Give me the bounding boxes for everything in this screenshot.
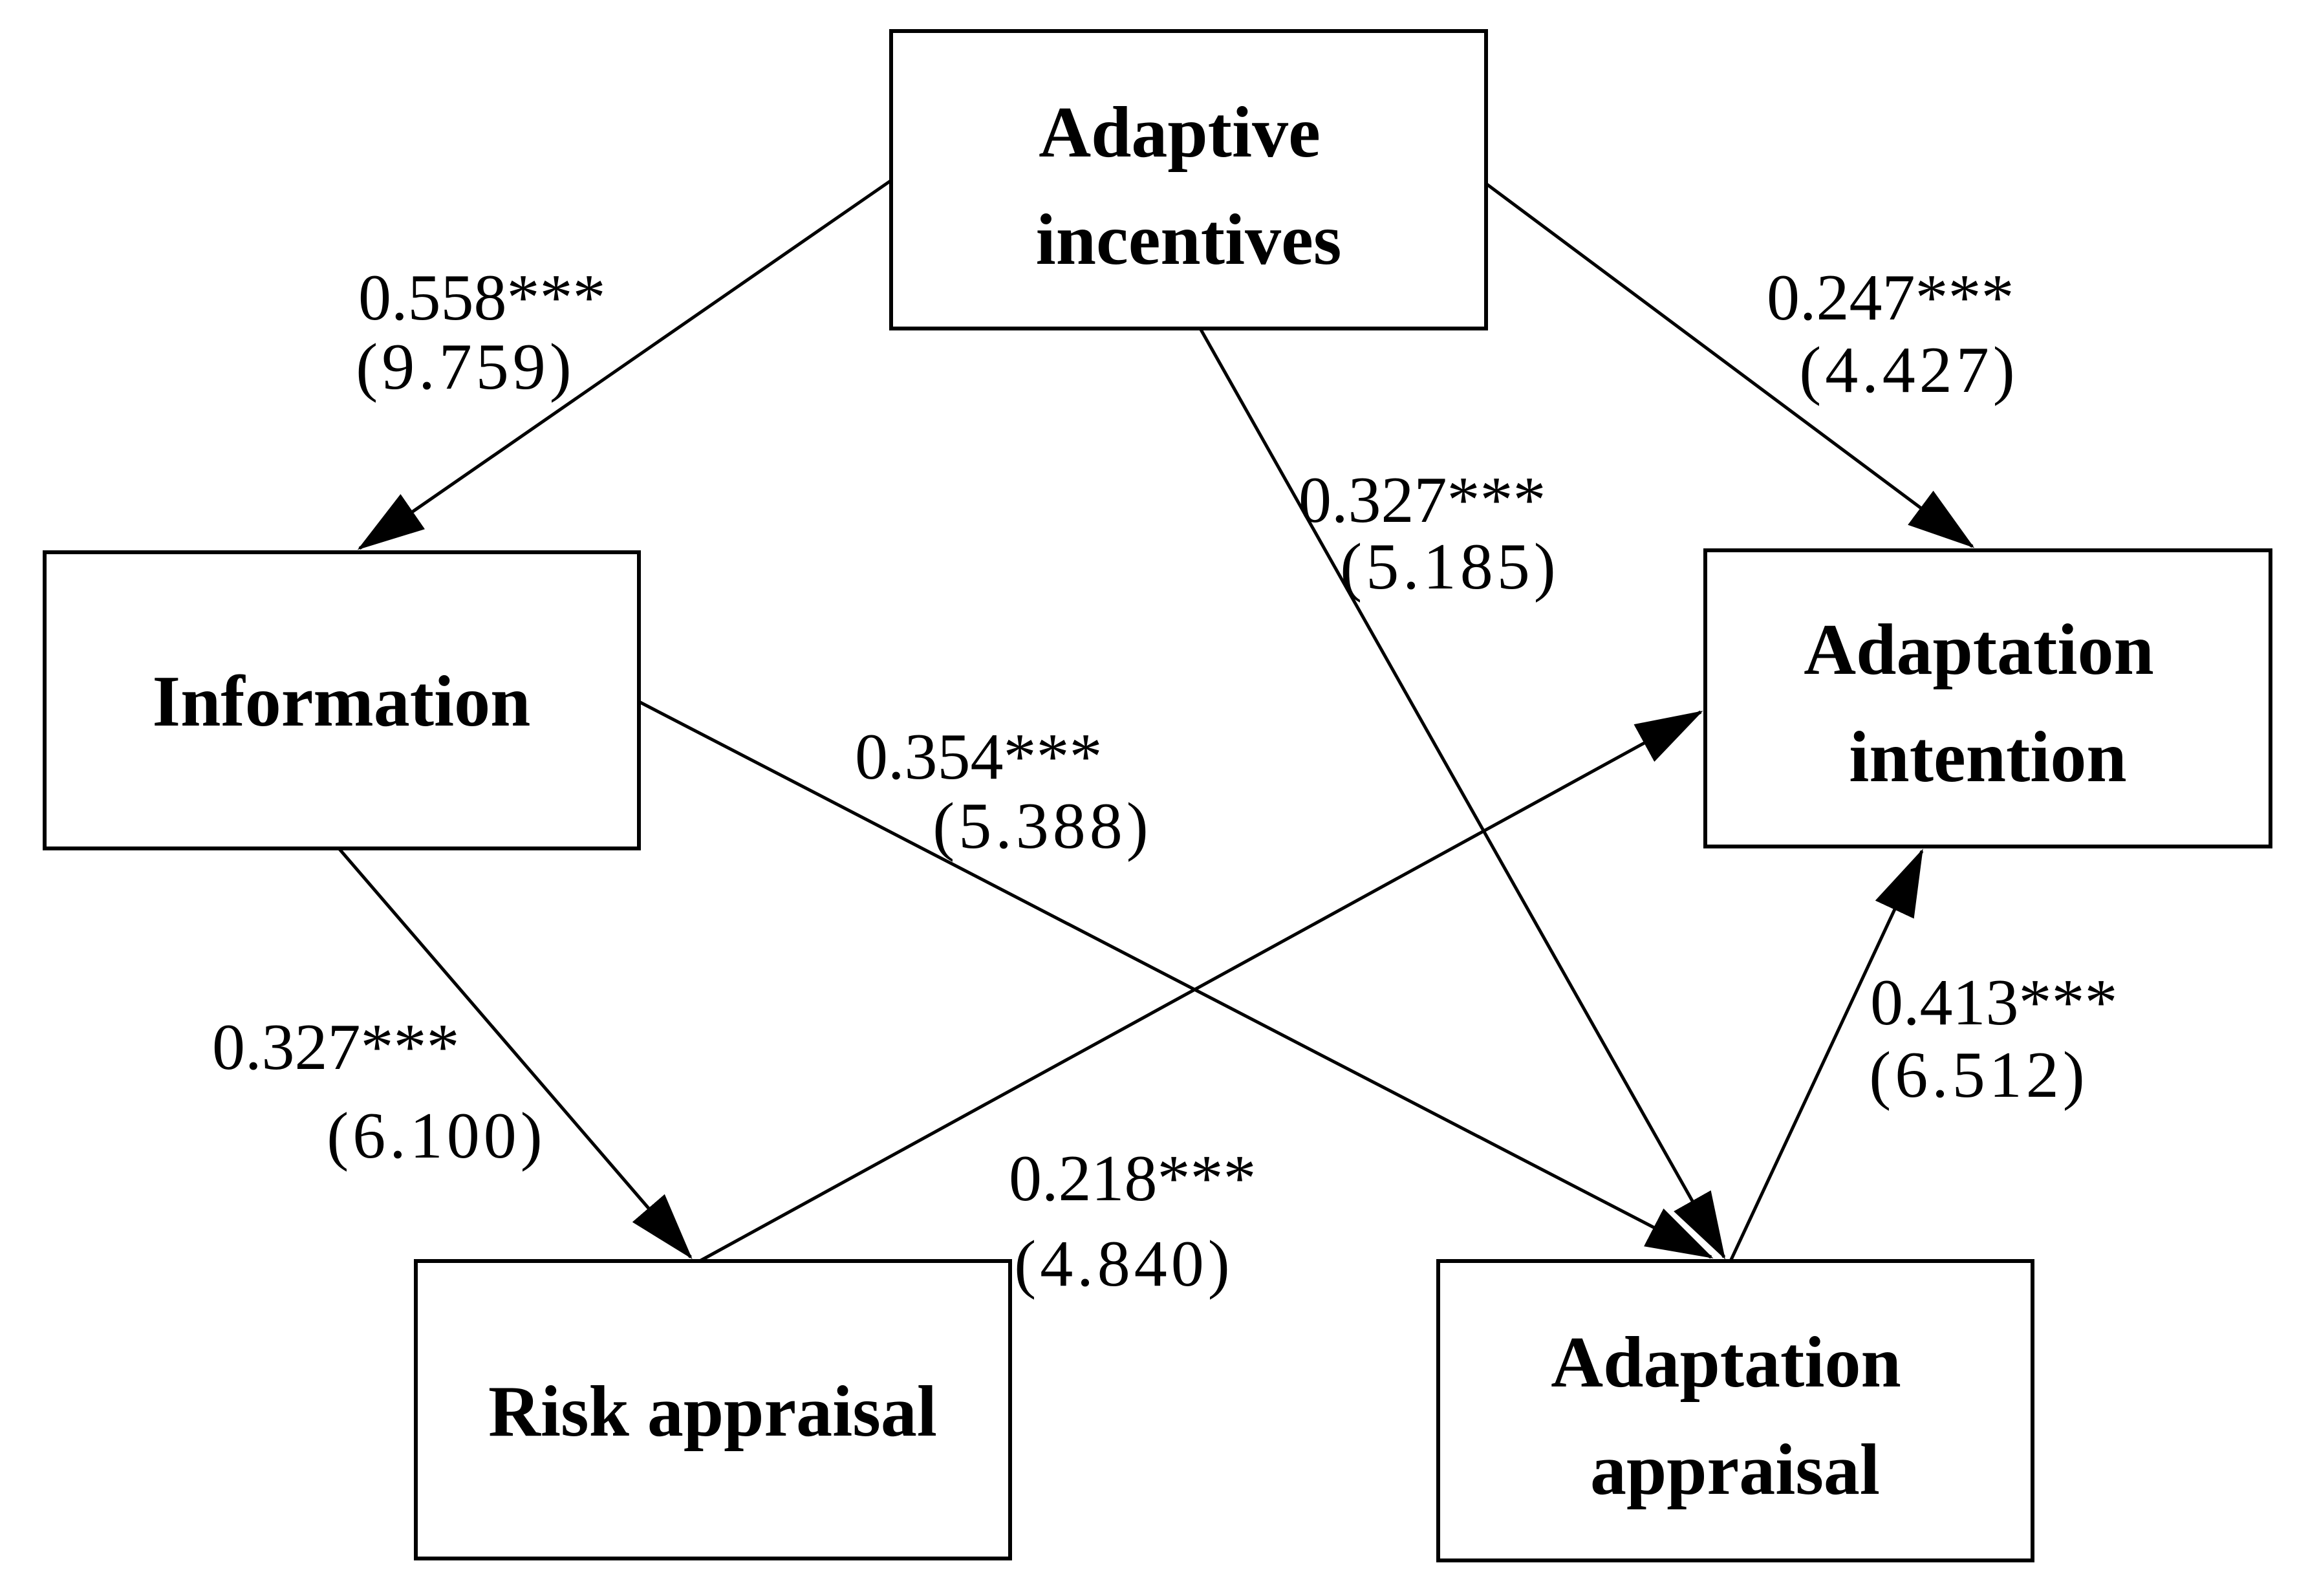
path-coefficient: 0.354*** — [855, 720, 1103, 793]
node-box-adaptive-incentives — [889, 29, 1488, 330]
node-box-information — [43, 550, 641, 850]
path-coefficient: 0.558*** — [358, 261, 606, 334]
path-arrow-adaptation-appraisal-to-intention — [1729, 848, 1924, 1262]
path-t-value: (6.100) — [327, 1099, 546, 1172]
path-coefficient: 0.327*** — [1299, 464, 1546, 537]
path-label-incentives-to-information: 0.558*** (9.759) — [356, 261, 622, 404]
path-label-incentives-to-intention: 0.247*** (4.427) — [1767, 261, 2031, 407]
node-label-adaptation-appraisal: Adaptation appraisal — [1551, 1322, 1919, 1510]
path-arrow-incentives-to-adaptation-appraisal — [1198, 327, 1726, 1260]
path-t-value: (5.185) — [1340, 530, 1559, 603]
node-label-information: Information — [153, 662, 531, 742]
path-label-risk-appraisal-to-intention: 0.218*** (4.840) — [1009, 1142, 1273, 1300]
path-label-adaptation-appraisal-to-intention: 0.413*** (6.512) — [1869, 966, 2134, 1112]
nodes-group: Adaptive incentives Information Adaptati… — [43, 29, 2272, 1562]
path-coefficient: 0.327*** — [212, 1011, 460, 1084]
path-labels-group: 0.558*** (9.759) 0.247*** (4.427) 0.327*… — [212, 261, 2134, 1300]
node-label-adaptation-intention: Adaptation intention — [1804, 610, 2172, 797]
path-t-value: (6.512) — [1869, 1039, 2088, 1112]
node-box-risk-appraisal — [414, 1259, 1012, 1560]
path-label-information-to-adaptation-appraisal: 0.354*** (5.388) — [855, 720, 1152, 863]
path-arrow-incentives-to-intention — [1485, 182, 1975, 548]
path-arrows-group — [338, 178, 1975, 1263]
path-t-value: (9.759) — [356, 330, 575, 404]
node-label-adaptive-incentives: Adaptive incentives — [1036, 92, 1342, 280]
path-coefficient: 0.247*** — [1767, 261, 2014, 334]
path-arrow-information-to-adaptation-appraisal — [638, 700, 1714, 1259]
path-t-value: (4.840) — [1014, 1227, 1233, 1300]
node-label-risk-appraisal: Risk appraisal — [488, 1372, 937, 1452]
path-coefficient: 0.413*** — [1870, 966, 2118, 1039]
node-box-adaptation-intention — [1703, 548, 2272, 848]
path-coefficient: 0.218*** — [1009, 1142, 1256, 1215]
node-box-adaptation-appraisal — [1436, 1259, 2034, 1562]
path-arrow-information-to-risk-appraisal — [338, 847, 693, 1260]
path-arrow-risk-appraisal-to-intention — [698, 710, 1703, 1263]
path-t-value: (5.388) — [933, 790, 1152, 863]
path-label-incentives-to-adaptation-appraisal: 0.327*** (5.185) — [1299, 464, 1562, 603]
path-arrow-incentives-to-information — [357, 178, 892, 550]
path-label-information-to-risk-appraisal: 0.327*** (6.100) — [212, 1011, 546, 1172]
path-t-value: (4.427) — [1799, 334, 2018, 407]
